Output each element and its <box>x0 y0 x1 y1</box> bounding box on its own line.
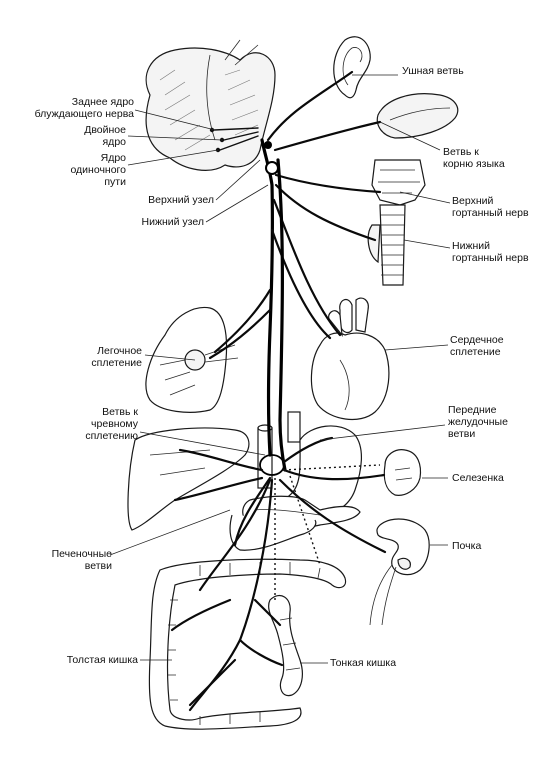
heart <box>310 297 390 420</box>
large-intestine <box>148 558 347 730</box>
gastric-branches-label: Передние желудочные ветви <box>448 404 508 440</box>
inferior-laryngeal-label: Нижний гортанный нерв <box>452 240 529 264</box>
large-intestine-label: Толстая кишка <box>66 654 138 666</box>
brainstem-section <box>145 39 276 171</box>
tongue-root-branch-label: Ветвь к корню языка <box>443 146 505 170</box>
liver <box>127 427 250 531</box>
larynx <box>367 159 426 286</box>
kidney <box>369 518 430 626</box>
auricular-branch-label: Ушная ветвь <box>402 65 464 77</box>
superior-ganglion-label: Верхний узел <box>148 194 214 206</box>
small-intestine <box>268 595 303 697</box>
kidney-label: Почка <box>452 540 482 552</box>
spleen <box>383 449 422 496</box>
leader-lines <box>109 74 451 664</box>
vagus-nerve <box>170 70 387 712</box>
pancreas <box>229 514 317 551</box>
dorsal-nucleus-label: Заднее ядро блуждающего нерва <box>34 96 134 120</box>
tongue <box>376 93 459 139</box>
ear <box>333 36 371 99</box>
celiac-branch-label: Ветвь к чревному сплетению <box>85 406 138 442</box>
inferior-ganglion-label: Нижний узел <box>141 216 204 228</box>
pulmonary-plexus-label: Легочное сплетение <box>91 345 142 369</box>
hepatic-branches-label: Печеночные ветви <box>51 548 112 572</box>
spleen-label: Селезенка <box>452 472 504 484</box>
solitary-nucleus-label: Ядро одиночного пути <box>70 152 126 188</box>
lung <box>145 306 239 413</box>
superior-laryngeal-label: Верхний гортанный нерв <box>452 195 529 219</box>
nucleus-ambiguus-label: Двойное ядро <box>84 124 126 148</box>
cardiac-plexus-label: Сердечное сплетение <box>450 334 504 358</box>
small-intestine-label: Тонкая кишка <box>330 657 397 669</box>
